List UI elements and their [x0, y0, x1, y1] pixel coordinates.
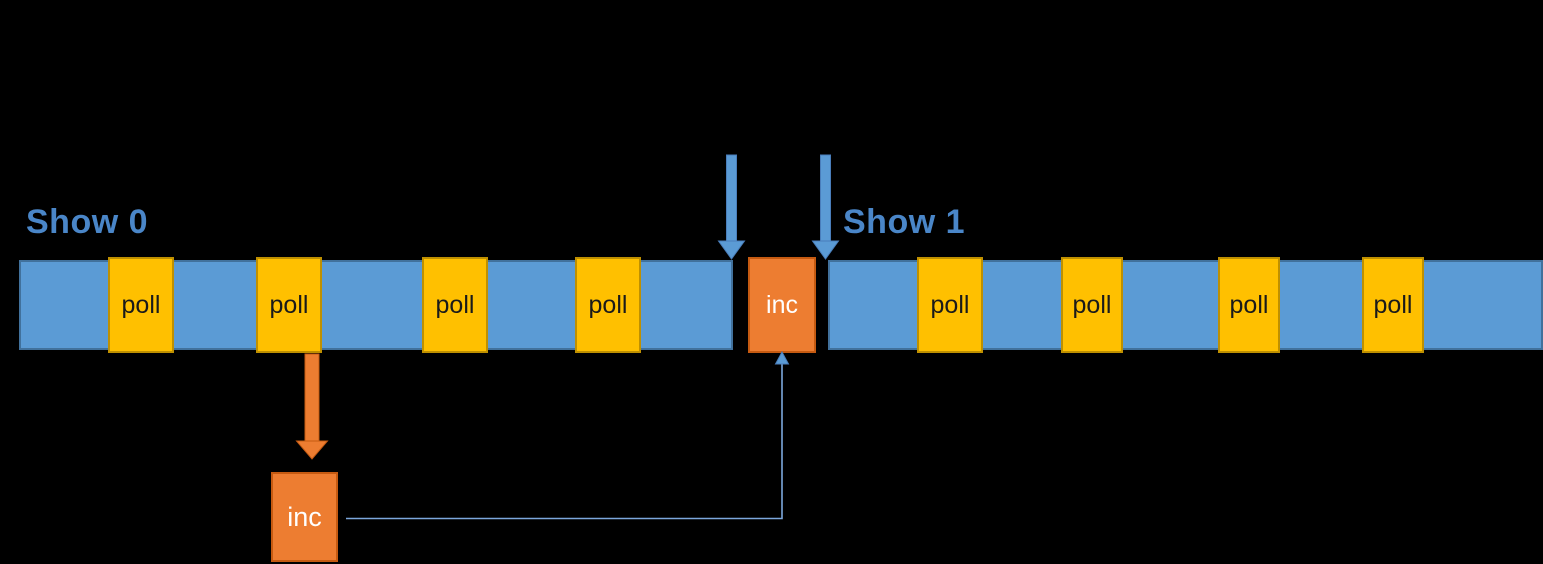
orange-down-arrow-icon	[295, 353, 329, 460]
down-arrow-icon	[811, 154, 840, 260]
poll-block: poll	[1362, 257, 1424, 353]
poll-block: poll	[256, 257, 322, 353]
poll-block: poll	[917, 257, 983, 353]
poll-block: poll	[422, 257, 488, 353]
show1-title: Show 1	[843, 203, 966, 241]
inc-event-block: inc	[748, 257, 816, 353]
poll-block: poll	[575, 257, 641, 353]
inc-handler-box: inc	[271, 472, 338, 562]
down-arrow-icon	[717, 154, 746, 260]
poll-block: poll	[1218, 257, 1280, 353]
show0-title: Show 0	[26, 203, 149, 241]
poll-block: poll	[1061, 257, 1123, 353]
elbow-up-arrow-icon	[346, 350, 790, 520]
poll-block: poll	[108, 257, 174, 353]
